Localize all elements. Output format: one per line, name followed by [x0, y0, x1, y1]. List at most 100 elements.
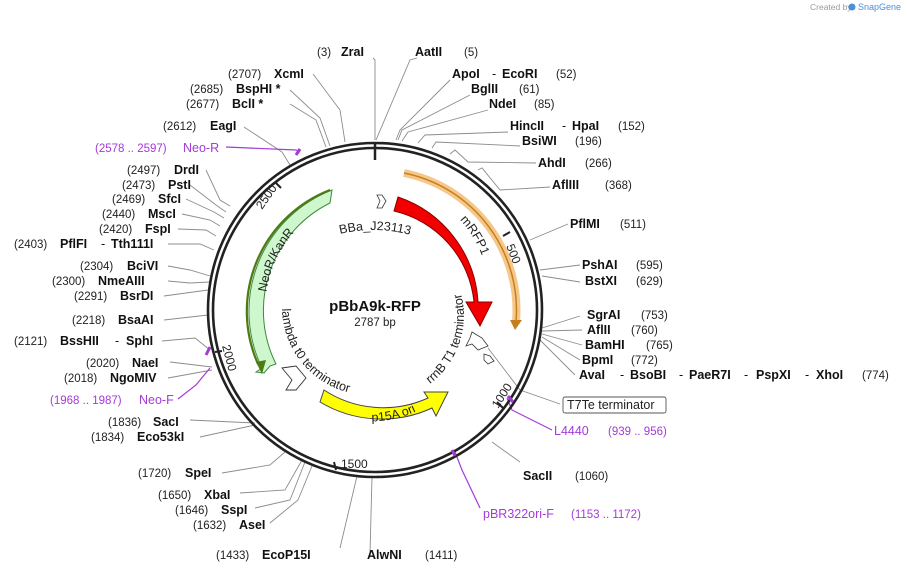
lambda-label: lambda t0 terminator	[279, 308, 352, 395]
sfci-name[interactable]: SfcI	[158, 192, 181, 206]
pflfi-pos: (2403)	[14, 239, 47, 251]
drdi-name[interactable]: DrdI	[174, 163, 199, 177]
sspi-pos: (1646)	[175, 505, 208, 517]
bsobi-name[interactable]: BsoBI	[630, 368, 666, 382]
afliii-name[interactable]: AflIII	[552, 178, 579, 192]
xcmi-name[interactable]: XcmI	[274, 67, 304, 81]
pshai-name[interactable]: PshAI	[582, 258, 617, 272]
t7te-label-box	[562, 396, 667, 414]
ngomiv-name[interactable]: NgoMIV	[110, 371, 157, 385]
bpmi-name[interactable]: BpmI	[582, 353, 613, 367]
bstxi-name[interactable]: BstXI	[585, 274, 617, 288]
ruler-tick-2500: 2500	[253, 182, 280, 212]
pbr322ori-f-range: (1153 .. 1172)	[571, 509, 641, 521]
mrfp1-arrow[interactable]	[393, 196, 493, 328]
asei-name[interactable]: AseI	[239, 518, 265, 532]
avai-name[interactable]: AvaI	[579, 368, 605, 382]
eagi-name[interactable]: EagI	[210, 119, 236, 133]
backbone	[206, 141, 544, 479]
neo-f-name[interactable]: Neo-F	[139, 393, 174, 407]
ngomiv-pos: (2018)	[64, 373, 97, 385]
aatii-name[interactable]: AatII	[415, 45, 442, 59]
apoi-name[interactable]: ApoI	[452, 67, 480, 81]
paer7i-name[interactable]: PaeR7I	[689, 368, 731, 382]
spei-name[interactable]: SpeI	[185, 466, 211, 480]
hincii-name[interactable]: HincII	[510, 119, 544, 133]
msci-pos: (2440)	[102, 209, 135, 221]
sacii-pos: (1060)	[575, 471, 608, 483]
hpai-name[interactable]: HpaI	[572, 119, 599, 133]
fspi-pos: (2420)	[99, 224, 132, 236]
ecori-name[interactable]: EcoRI	[502, 67, 537, 81]
primer-lines	[177, 146, 553, 509]
eco53ki-name[interactable]: Eco53kI	[137, 430, 184, 444]
bcivi-name[interactable]: BciVI	[127, 259, 158, 273]
bsshii-pos: (2121)	[14, 336, 47, 348]
sacii-name[interactable]: SacII	[523, 469, 552, 483]
l4440-name[interactable]: L4440	[554, 424, 589, 438]
nmeaiii-pos: (2300)	[52, 276, 85, 288]
bglii-name[interactable]: BglII	[471, 82, 498, 96]
pflfi-name[interactable]: PflFI	[60, 237, 87, 251]
bpmi-pos: (772)	[631, 355, 658, 367]
xbai-pos: (1650)	[158, 490, 191, 502]
msci-name[interactable]: MscI	[148, 207, 176, 221]
p15a-label: p15A ori	[371, 401, 417, 424]
svg-text:-: -	[679, 368, 683, 382]
bcivi-pos: (2304)	[80, 261, 113, 273]
saci-pos: (1836)	[108, 417, 141, 429]
bsaai-name[interactable]: BsaAI	[118, 313, 153, 327]
fspi-name[interactable]: FspI	[145, 222, 171, 236]
neor-kanr-arrow[interactable]	[248, 189, 333, 374]
pshai-pos: (595)	[636, 260, 663, 272]
p15a-ori-arrow[interactable]	[319, 389, 449, 420]
nmeaiii-name[interactable]: NmeAIII	[98, 274, 145, 288]
sphi-name[interactable]: SphI	[126, 334, 153, 348]
pflmi-name[interactable]: PflMI	[570, 217, 600, 231]
pbr322ori-f-name[interactable]: pBR322ori-F	[483, 507, 554, 521]
t7te-terminator-arrow[interactable]	[483, 353, 495, 365]
psti-name[interactable]: PstI	[168, 178, 191, 192]
pspxi-name[interactable]: PspXI	[756, 368, 791, 382]
ndei-name[interactable]: NdeI	[489, 97, 516, 111]
ecop15i-name[interactable]: EcoP15I	[262, 548, 311, 562]
naei-name[interactable]: NaeI	[132, 356, 158, 370]
lambda-terminator-arrow[interactable]	[281, 365, 307, 391]
sgrai-name[interactable]: SgrAI	[587, 308, 620, 322]
bcli-name[interactable]: BclI *	[232, 97, 263, 111]
aflii-name[interactable]: AflII	[587, 323, 611, 337]
xcmi-pos: (2707)	[228, 69, 261, 81]
rrnb-label: rrnB T1 terminator	[423, 293, 467, 387]
bamhi-pos: (765)	[646, 340, 673, 352]
saci-name[interactable]: SacI	[153, 415, 179, 429]
ahdi-pos: (266)	[585, 158, 612, 170]
bsshii-name[interactable]: BssHII	[60, 334, 99, 348]
svg-text:-: -	[562, 119, 566, 133]
ahdi-name[interactable]: AhdI	[538, 156, 566, 170]
credit-brand: SnapGene	[858, 2, 901, 12]
aatii-pos: (5)	[464, 47, 478, 59]
snapgene-logo-icon	[848, 3, 856, 11]
bamhi-name[interactable]: BamHI	[585, 338, 625, 352]
bsiwi-name[interactable]: BsiWI	[522, 134, 557, 148]
drdi-pos: (2497)	[127, 165, 160, 177]
neo-r-name[interactable]: Neo-R	[183, 141, 219, 155]
asei-pos: (1632)	[193, 520, 226, 532]
rrnb-terminator-arrow[interactable]	[465, 331, 489, 351]
bsrdi-name[interactable]: BsrDI	[120, 289, 153, 303]
zrai-name[interactable]: ZraI	[341, 45, 364, 59]
bba-j23113-promoter-arrow[interactable]	[376, 194, 387, 209]
bglii-pos: (61)	[519, 84, 540, 96]
apoi-pos: (52)	[556, 69, 577, 81]
zrai-pos: (3)	[317, 47, 331, 59]
sspi-name[interactable]: SspI	[221, 503, 247, 517]
tth111i-name[interactable]: Tth111I	[111, 237, 153, 251]
eco53ki-pos: (1834)	[91, 432, 124, 444]
svg-text:-: -	[620, 368, 624, 382]
bsphi-name[interactable]: BspHI *	[236, 82, 281, 96]
pflmi-pos: (511)	[620, 219, 646, 231]
xhoi-name[interactable]: XhoI	[816, 368, 843, 382]
xbai-name[interactable]: XbaI	[204, 488, 230, 502]
alwni-name[interactable]: AlwNI	[367, 548, 402, 562]
